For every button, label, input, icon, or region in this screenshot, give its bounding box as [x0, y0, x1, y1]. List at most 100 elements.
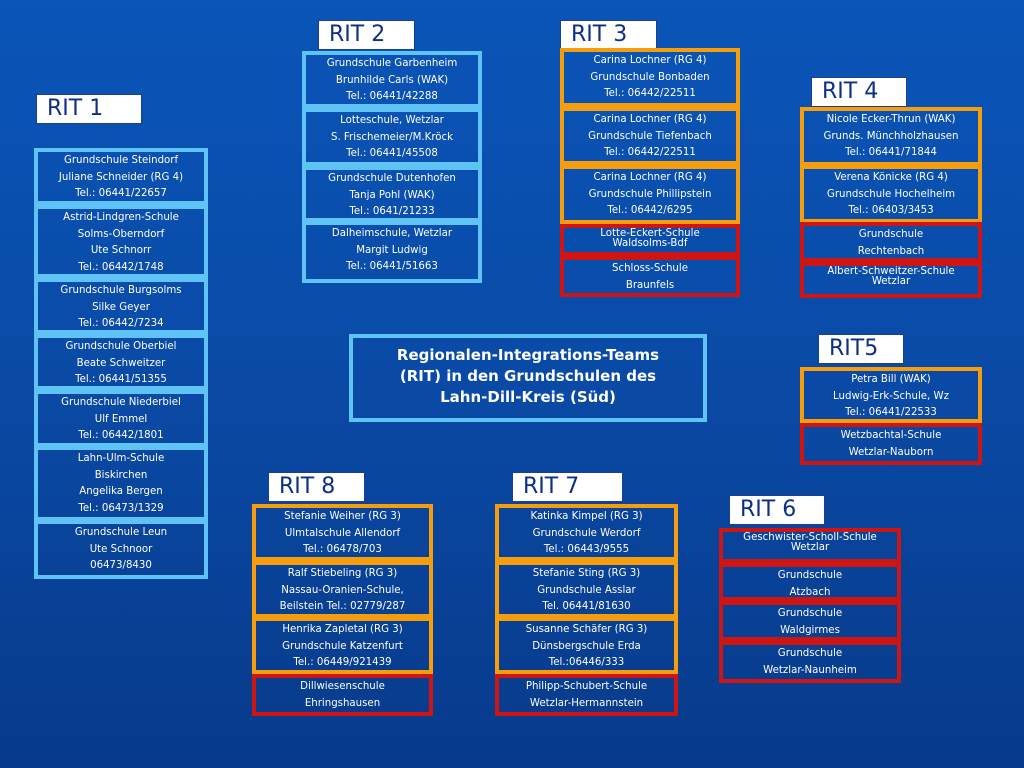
school-box-line: Grunds. Münchholzhausen [823, 130, 959, 142]
school-box-line: Tel.: 0641/21233 [349, 206, 435, 217]
school-box-line: Ralf Stiebeling (RG 3) [287, 568, 398, 579]
school-box-line: Tel.: 06442/6295 [607, 205, 693, 216]
school-box-line: Tel.: 06441/45508 [346, 148, 438, 159]
school-box-line: Dillwiesenschule [300, 681, 385, 692]
school-box-line: Grundschule Katzenfurt [282, 640, 403, 652]
rit-team-label: RIT 1 [36, 94, 142, 124]
school-box-line: Ludwig-Erk-Schule, Wz [833, 390, 949, 402]
school-box-line: Grundschule Steindorf [63, 155, 179, 166]
school-box-line: Silke Geyer [92, 301, 150, 313]
school-box-line: Stefanie Weiher (RG 3) [284, 511, 401, 522]
rit-team-label: RIT 6 [729, 495, 825, 525]
school-box-line: Biskirchen [94, 469, 148, 481]
school-box: Nicole Ecker-Thrun (WAK)Grunds. Münchhol… [800, 107, 982, 166]
school-box-line: Albert-Schweitzer-Schule [827, 266, 955, 277]
school-box-line: Grundschule Tiefenbach [588, 130, 712, 142]
school-box-line: Grundschule [777, 608, 843, 619]
school-box-line: Grundschule Werdorf [532, 527, 641, 539]
school-box-line: Katinka Kimpel (RG 3) [530, 511, 643, 522]
school-box-line: Ulf Emmel [94, 413, 148, 425]
school-box-line: Tel.: 06441/22657 [75, 188, 167, 199]
school-box-line: Grundschule Phillipstein [588, 188, 712, 200]
school-box-line: Tel.: 06442/22511 [604, 147, 696, 158]
school-box: Carina Lochner (RG 4) Grundschule Tiefenb… [560, 107, 740, 165]
rit-team-label: RIT5 [818, 334, 904, 364]
school-box-line: Geschwister-Scholl-Schule [743, 532, 877, 543]
school-box-line: Dalheimschule, Wetzlar [331, 228, 453, 239]
school-box-line: Ute Schnoor [89, 543, 153, 555]
school-box-line: Waldgirmes [780, 624, 840, 636]
school-box-line: Verena Könicke (RG 4) [834, 172, 948, 183]
school-box-line: Lahn-Ulm-Schule [77, 453, 165, 464]
school-box: Carina Lochner (RG 4) Grundschule Bonbade… [560, 48, 740, 107]
school-box-line: Philipp-Schubert-Schule [525, 681, 648, 692]
school-box-line: Carina Lochner (RG 4) [593, 114, 707, 125]
title-line: Lahn-Dill-Kreis (Süd) [440, 388, 616, 406]
school-box-line: Grundschule [858, 229, 924, 240]
school-box-line: Grundschule Oberbiel [65, 341, 177, 352]
school-box-line: Wetzbachtal-Schule [840, 430, 942, 441]
school-box: Verena Könicke (RG 4) Grundschule Hochelh… [800, 165, 982, 223]
school-box: Susanne Schäfer (RG 3)Dünsbergschule Erd… [495, 617, 678, 674]
school-box-line: Brunhilde Carls (WAK) [335, 74, 449, 86]
rit-team-label: RIT 2 [318, 20, 415, 50]
school-box-line: Ute Schnorr [90, 245, 152, 256]
school-box-line: Rechtenbach [857, 245, 925, 257]
school-box-line: Juliane Schneider (RG 4) [58, 171, 184, 183]
school-box-line: Dünsbergschule Erda [532, 640, 641, 652]
diagram-title: Regionalen-Integrations-Teams (RIT) in d… [349, 334, 707, 422]
school-box-line: Grundschule Bonbaden [590, 71, 710, 83]
rit-team-label: RIT 4 [811, 77, 907, 107]
school-box-line: Solms-Oberndorf [77, 228, 165, 240]
school-box-line: Petra Bill (WAK) [851, 374, 931, 385]
school-box: Carina Lochner (RG 4)Grundschule Phillip… [560, 165, 740, 224]
school-box-line: 06473/8430 [90, 560, 152, 571]
school-box-line: Ulmtalschule Allendorf [284, 527, 401, 539]
school-box-line: Tel.: 06441/51663 [346, 261, 438, 272]
school-box-line: Tel.: 06442/1748 [78, 261, 164, 273]
school-box-line: Tel.: 06442/7234 [78, 318, 164, 329]
school-box-line: Beate Schweitzer [76, 357, 166, 369]
school-box-line: Tel.: 06441/22533 [845, 407, 937, 418]
school-box: Henrika Zapletal (RG 3)Grundschule Katze… [252, 617, 433, 674]
school-box-line: Lotteschule, Wetzlar [340, 115, 444, 126]
school-box-line: Tel.: 06441/71844 [845, 147, 937, 158]
school-box-line: Tel. 06441/81630 [542, 601, 631, 612]
school-box-line: Carina Lochner (RG 4) [593, 55, 707, 66]
school-box-line: Angelika Bergen [79, 486, 163, 497]
school-box-line: Tel.: 06473/1329 [78, 502, 164, 514]
school-box-line: Tel.: 06478/703 [303, 544, 382, 555]
school-box-line: Margit Ludwig [356, 244, 428, 256]
school-box-line: Nassau-Oranien-Schule, [281, 584, 404, 596]
school-box-line: Astrid-Lindgren-Schule [63, 212, 179, 223]
school-box-line: Schloss-Schule [612, 263, 688, 274]
school-box-line: Ehringshausen [304, 697, 381, 709]
school-box-line: Lotte-Eckert-Schule [600, 228, 700, 239]
school-box-line: Tel.:06446/333 [548, 657, 625, 668]
school-box-line: Tel.: 06442/22511 [604, 88, 696, 99]
school-box-line: Tel.: 06449/921439 [293, 657, 392, 668]
school-box-line: S. Frischemeier/M.Kröck [330, 131, 454, 143]
school-box-line: Atzbach [789, 586, 831, 598]
rit-team-label: RIT 8 [268, 472, 365, 502]
rit-team-label: RIT 7 [512, 472, 623, 502]
school-box-line: Grundschule Hochelheim [826, 188, 956, 200]
school-box: Petra Bill (WAK) Ludwig-Erk-Schule, Wz Tel… [800, 367, 982, 423]
